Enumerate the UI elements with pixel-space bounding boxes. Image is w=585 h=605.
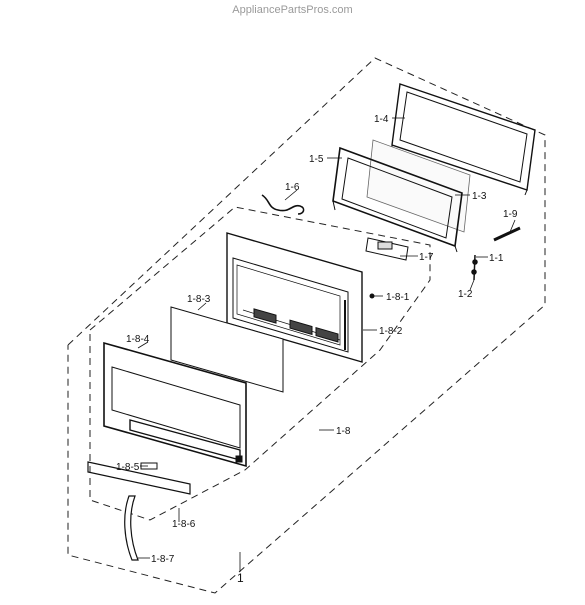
label-1-3: 1-3 — [472, 191, 487, 202]
watermark-text: AppliancePartsPros.com — [232, 4, 353, 16]
part-choke-frame — [391, 83, 536, 196]
part-harness — [261, 194, 305, 215]
leader-lines — [137, 117, 516, 572]
label-1-8-7: 1-8-7 — [151, 554, 175, 565]
door-assembly-boundary — [89, 206, 431, 521]
label-1-8-3: 1-8-3 — [187, 294, 211, 305]
part-bracket — [365, 237, 409, 261]
label-1-8-5: 1-8-5 — [116, 462, 140, 473]
part-hook-lever — [471, 254, 478, 281]
assembly-boundary — [67, 57, 546, 594]
part-spring — [493, 226, 521, 242]
label-1-6: 1-6 — [285, 182, 300, 193]
part-control-panel — [226, 232, 363, 363]
part-door-panel — [103, 341, 247, 468]
label-1-9: 1-9 — [503, 209, 518, 220]
part-door-screen — [332, 146, 463, 253]
label-1-8-1: 1-8-1 — [386, 292, 410, 303]
part-handle-cover — [124, 495, 139, 561]
label-1-4: 1-4 — [374, 114, 389, 125]
label-1-1: 1-1 — [489, 253, 504, 264]
part-window-film — [170, 306, 284, 393]
label-1-2: 1-2 — [458, 289, 473, 300]
label-1-8-2: 1-8-2 — [379, 326, 403, 337]
label-1: 1 — [237, 571, 244, 585]
label-1-8-6: 1-8-6 — [172, 519, 196, 530]
label-1-8-4: 1-8-4 — [126, 334, 150, 345]
label-1-7: 1-7 — [419, 252, 434, 263]
part-door-glass — [366, 139, 471, 233]
label-1-8: 1-8 — [336, 426, 351, 437]
label-1-5: 1-5 — [309, 154, 324, 165]
